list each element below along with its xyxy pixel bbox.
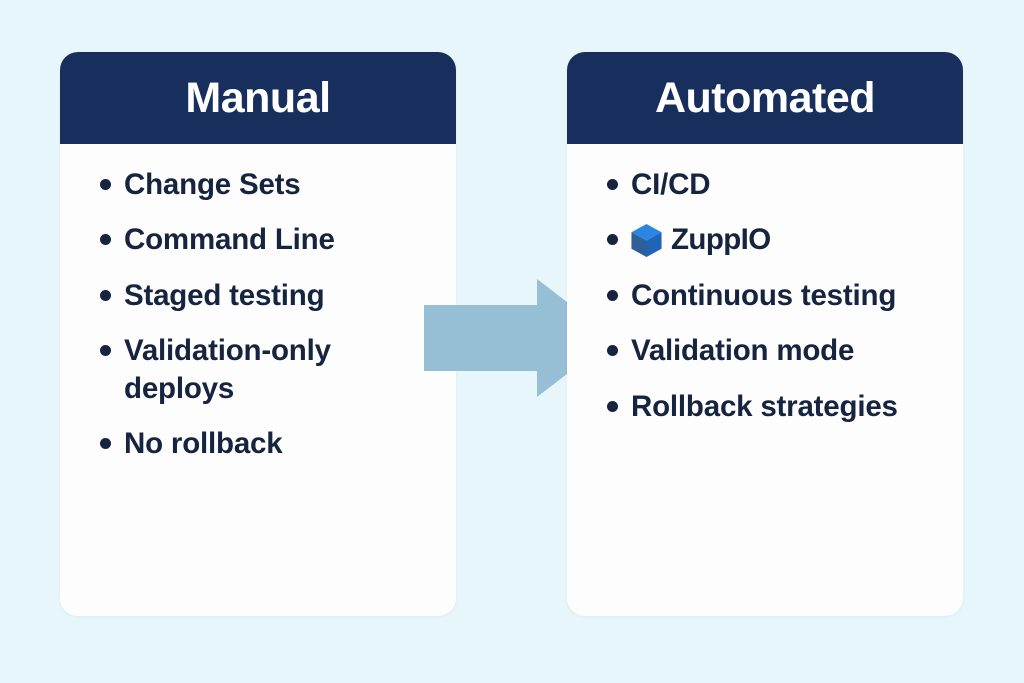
list-item: Continuous testing (585, 277, 945, 314)
list-item: Validation mode (585, 332, 945, 369)
feature-list-manual: Change Sets Command Line Staged testing … (78, 166, 438, 463)
list-item: No rollback (78, 425, 438, 462)
bullet-dot-icon (100, 289, 111, 301)
list-item-label: Staged testing (124, 278, 325, 312)
list-item-label: Command Line (124, 223, 335, 257)
bullet-dot-icon (100, 179, 111, 190)
column-card-automated: Automated CI/CD ZuppIO (567, 52, 963, 616)
list-item-label: Continuous testing (631, 278, 897, 312)
list-item-label: Validation-only deploys (124, 334, 331, 405)
right-arrow-icon (424, 279, 614, 397)
list-item-label: Change Sets (124, 168, 301, 201)
column-title-manual: Manual (185, 73, 331, 122)
cube-logo-icon (631, 223, 662, 257)
list-item-label: CI/CD (631, 168, 711, 201)
bullet-dot-icon (607, 345, 618, 357)
bullet-dot-icon (607, 179, 618, 190)
list-item: Command Line (78, 221, 438, 258)
list-item-brand: ZuppIO (585, 221, 945, 258)
bullet-dot-icon (607, 289, 618, 301)
list-item: Change Sets (78, 166, 438, 203)
list-item: Validation-only deploys (78, 332, 438, 407)
bullet-dot-icon (607, 400, 618, 412)
feature-list-automated: CI/CD ZuppIO Continuous tes (585, 166, 945, 425)
list-item-label: No rollback (124, 427, 283, 461)
column-card-manual: Manual Change Sets Command Line Staged t… (60, 52, 456, 616)
list-item-label: Validation mode (631, 334, 855, 368)
column-body-manual: Change Sets Command Line Staged testing … (60, 144, 456, 463)
list-item-label: Rollback strategies (631, 389, 898, 423)
bullet-dot-icon (100, 345, 111, 357)
column-header-automated: Automated (567, 52, 963, 144)
bullet-dot-icon (607, 234, 618, 246)
brand-name: ZuppIO (671, 223, 771, 257)
bullet-dot-icon (100, 234, 111, 246)
list-item: Staged testing (78, 277, 438, 314)
column-title-automated: Automated (654, 73, 876, 122)
bullet-dot-icon (100, 438, 111, 450)
list-item: CI/CD (585, 166, 945, 203)
brand-logo: ZuppIO (631, 221, 945, 258)
column-body-automated: CI/CD ZuppIO Continuous tes (567, 144, 963, 425)
column-header-manual: Manual (60, 52, 456, 144)
list-item: Rollback strategies (585, 388, 945, 425)
